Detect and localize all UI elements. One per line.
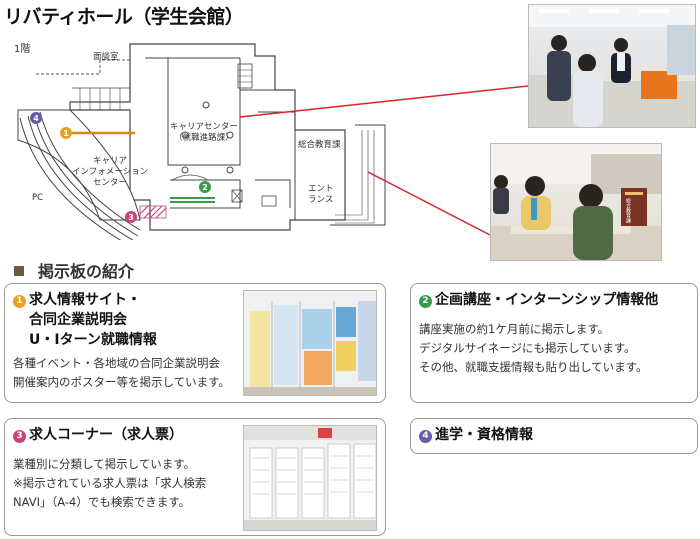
general-education-photo: 総合教育課	[490, 143, 662, 261]
section-square-icon	[14, 266, 24, 276]
career-center-photo	[528, 4, 696, 128]
map-marker-3: 3	[125, 211, 137, 223]
page-title: リバティホール（学生会館）	[4, 6, 244, 28]
map-marker-2: 2	[199, 181, 211, 193]
map-label-pc: PC	[32, 193, 44, 203]
map-label-entrance: エント ランス	[308, 184, 334, 205]
floor-plan-map	[17, 43, 386, 240]
card-1-body: 各種イベント・各地域の合同企業説明会 開催案内のポスター等を掲示しています。	[13, 356, 231, 389]
map-marker-4: 4	[30, 112, 42, 124]
card-1-photo	[243, 290, 377, 396]
section-heading: 掲示板の紹介	[14, 258, 134, 282]
photo-sign: 総合教育課	[625, 198, 631, 223]
connector-lines	[239, 85, 529, 236]
number-2-icon: 2	[419, 294, 432, 308]
map-label-career-info-center: キャリア インフォメーション センター	[72, 156, 149, 188]
number-1-icon: 1	[13, 294, 26, 308]
map-label-career-center: キャリアセンター （就職進路課）	[170, 122, 238, 143]
map-label-interview-room: 面談室	[93, 52, 119, 62]
floor-label: 1階	[14, 44, 31, 55]
map-label-general-education: 総合教育課	[298, 140, 341, 150]
map-marker-1: 1	[60, 127, 72, 139]
card-3-photo	[243, 425, 377, 531]
number-4-icon: 4	[419, 429, 432, 443]
card-3-body: 業種別に分類して掲示しています。 ※掲示されている求人票は「求人検索 NAVI」…	[13, 457, 207, 509]
card-2-body: 講座実施の約1ケ月前に掲示します。 デジタルサイネージにも掲示しています。 その…	[419, 322, 648, 374]
number-3-icon: 3	[13, 429, 26, 443]
